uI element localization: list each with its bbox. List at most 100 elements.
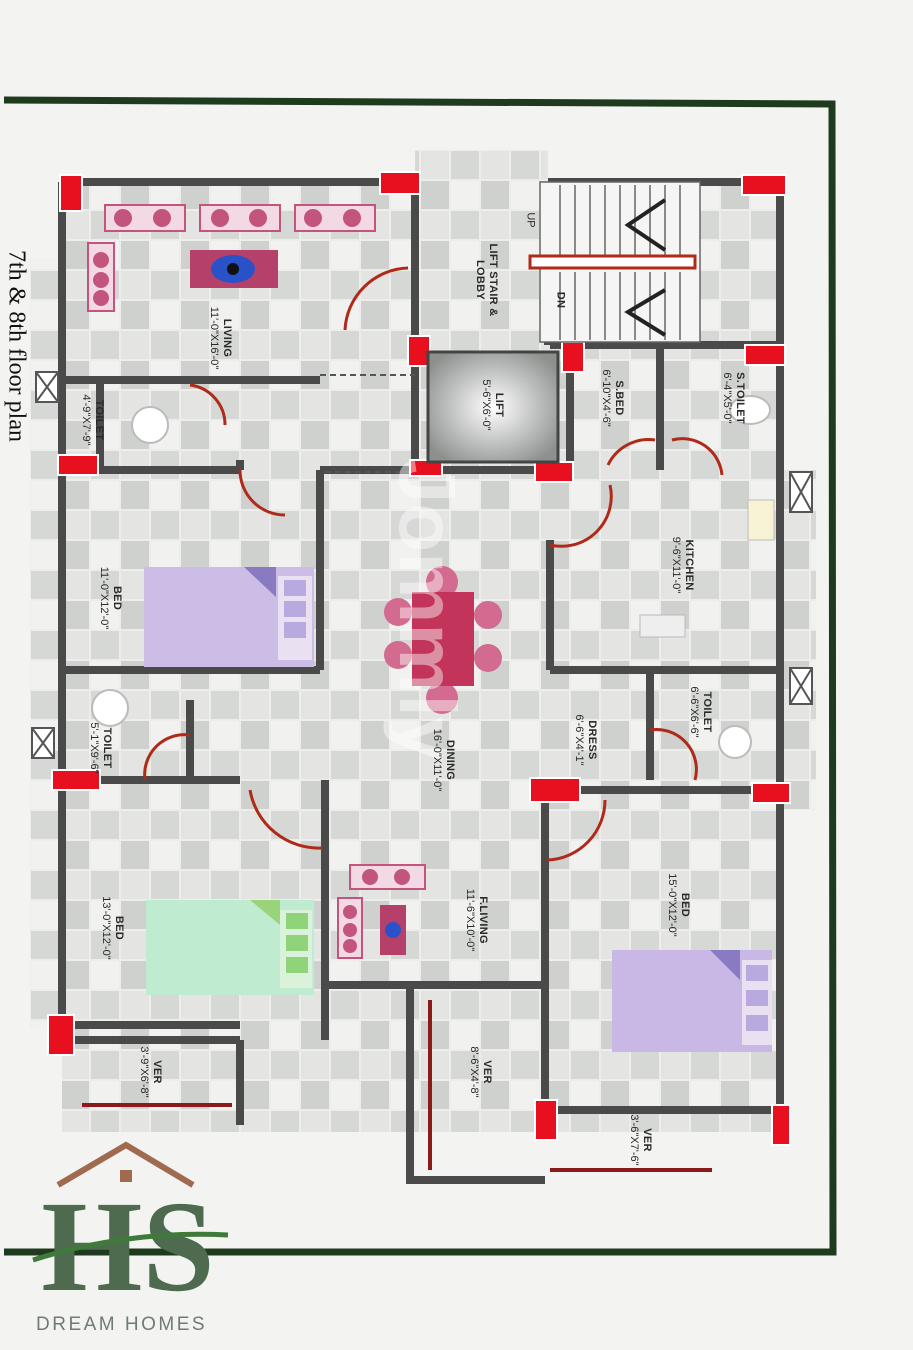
room-label-ver-3: VER 3'-6"X7'-6" (627, 1114, 653, 1165)
room-label-toilet-3: TOILET 5'-1"X9'-6" (87, 722, 113, 773)
room-label-toilet-2: TOILET 6'-6"X6'-6" (687, 686, 713, 737)
room-name: TOILET (93, 399, 105, 441)
dining-set (384, 566, 502, 714)
bed-3-furniture (612, 950, 772, 1052)
room-dims: 11'-0"X16'-0" (208, 306, 220, 370)
room-name: LIFT (493, 392, 505, 418)
room-name: TOILET (101, 727, 113, 769)
room-name: VER (151, 1060, 163, 1084)
room-label-lift-lobby: LIFT STAIR & LOBBY (473, 243, 499, 316)
room-dims: 6'-6"X6'-6" (688, 686, 700, 738)
room-name: BED (111, 585, 123, 611)
verandah-railings (82, 1000, 712, 1172)
room-dims: 6'-4"X5'-0" (721, 372, 733, 424)
room-name: TOILET (701, 691, 713, 733)
logo-swoosh (32, 1231, 229, 1263)
room-label-f-living: F.LIVING 11'-6"X10'-0" (463, 889, 489, 952)
column (771, 1104, 791, 1146)
room-name: BED (113, 915, 125, 941)
room-name: F.LIVING (477, 896, 489, 944)
house-window-icon (120, 1170, 132, 1182)
room-dims: 3'-6"X7'-6" (628, 1114, 640, 1166)
bed-2-furniture (146, 900, 314, 995)
column (409, 459, 443, 477)
room-dims: 15'-0"X12'-0" (666, 873, 678, 937)
walls (58, 178, 784, 1184)
doors (143, 266, 724, 862)
room-name: LIFT STAIR & (487, 243, 499, 317)
stair-handrail (528, 254, 697, 270)
column (751, 782, 791, 804)
column (529, 777, 581, 803)
stair-arrow-icon (624, 288, 667, 337)
house-roof-icon (56, 1141, 195, 1188)
room-dims: 16'-0"X11'-0" (431, 728, 443, 792)
room-label-living: LIVING 11'-0"X16'-0" (207, 307, 233, 370)
room-name: DRESS (586, 720, 598, 760)
room-name: VER (641, 1128, 653, 1152)
column (534, 461, 574, 483)
room-name: DINING (444, 739, 456, 781)
column (59, 174, 83, 212)
column (534, 1099, 558, 1141)
room-dims: 4'-9"X7'-9" (80, 394, 92, 446)
staircase (528, 181, 701, 343)
room-label-dress: DRESS 6'-6"X4'-1" (572, 714, 598, 765)
room-label-bed-2: BED 13'-0"X12'-0" (99, 896, 125, 959)
room-dims: 5'-6"X6'-0" (480, 379, 492, 431)
room-dims: 11'-0"X12'-0" (98, 566, 110, 630)
room-label-ver-2: VER 8'-6"X4'-8" (467, 1046, 493, 1097)
kitchen-fixtures (639, 499, 775, 638)
room-dims: 5'-1"X9'-6" (88, 722, 100, 774)
room-name: BED (679, 892, 691, 918)
column (561, 341, 585, 373)
column (741, 174, 787, 196)
column (379, 171, 421, 195)
living-table (190, 250, 278, 288)
column (47, 1014, 75, 1056)
room-label-bed-3: BED 15'-0"X12'-0" (665, 873, 691, 936)
watermark: Jommly (383, 459, 472, 762)
living-sofa-set (87, 204, 376, 312)
room-dims: 9'-6"X11'-0" (670, 536, 682, 594)
room-name: VER (481, 1060, 493, 1084)
column (744, 344, 786, 366)
sheet-border (3, 96, 837, 1256)
room-label-s-toilet: S.TOILET 6'-4"X5'-0" (720, 372, 746, 424)
room-dims: 11'-6"X10'-0" (464, 888, 476, 952)
room-dims: 6'-10"X4'-6" (600, 369, 612, 427)
brand-logo: HS (32, 1141, 229, 1319)
logo-letters: HS (41, 1175, 214, 1319)
room-name: KITCHEN (683, 539, 695, 591)
bed-1-furniture (144, 567, 314, 667)
vent-windows (31, 371, 813, 759)
stair-up-label: UP (524, 212, 537, 228)
room-label-toilet-1: TOILET 4'-9"X7'-9" (79, 394, 105, 445)
columns (47, 171, 791, 1146)
lift-shaft (426, 350, 560, 464)
room-label-s-bed: S.BED 6'-10"X4'-6" (599, 369, 625, 426)
room-dims: 3'-9"X6'-8" (138, 1046, 150, 1098)
room-label-dining: DINING 16'-0"X11'-0" (430, 729, 456, 792)
room-name-2: LOBBY (474, 260, 486, 300)
toilet-fixtures (91, 395, 771, 759)
column (51, 769, 101, 791)
open-partitions (320, 374, 415, 473)
stair-arrow-icon (624, 198, 667, 252)
room-label-lift: LIFT 5'-6"X6'-0" (479, 379, 505, 430)
room-name: S.TOILET (734, 372, 746, 424)
room-dims: 6'-6"X4'-1" (573, 714, 585, 766)
stair-dn-label: DN (554, 291, 567, 309)
f-living-furniture (337, 864, 426, 959)
room-label-kitchen: KITCHEN 9'-6"X11'-0" (669, 537, 695, 593)
room-name: S.BED (613, 380, 625, 416)
room-label-ver-1: VER 3'-9"X6'-8" (137, 1046, 163, 1097)
brand-name: DREAM HOMES (36, 1314, 208, 1335)
room-dims: 8'-6"X4'-8" (468, 1046, 480, 1098)
room-name: LIVING (221, 318, 233, 358)
plan-title: 7th & 8th floor plan (4, 250, 28, 442)
column (57, 454, 99, 476)
room-dims: 13'-0"X12'-0" (100, 896, 112, 960)
room-label-bed-1: BED 11'-0"X12'-0" (97, 567, 123, 630)
